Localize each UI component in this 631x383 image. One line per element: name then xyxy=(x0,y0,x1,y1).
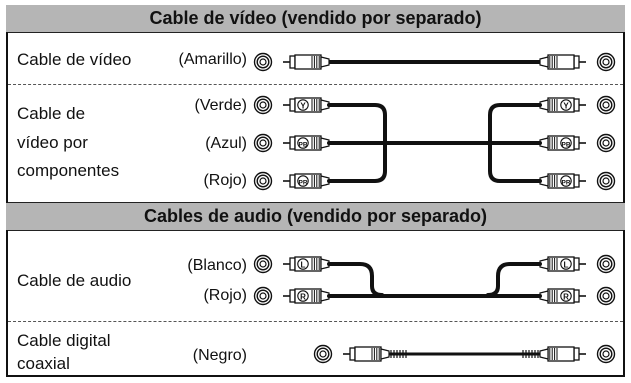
rca-jack-icon xyxy=(253,52,273,72)
svg-text:PR: PR xyxy=(298,179,307,186)
svg-text:R: R xyxy=(300,292,306,301)
svg-text:L: L xyxy=(301,260,306,269)
rca-plug-icon: PR xyxy=(283,173,330,189)
coaxial-color-black: (Negro) xyxy=(192,347,247,364)
rca-plug-icon: PR xyxy=(539,173,586,189)
rca-plug-icon: PB xyxy=(539,135,586,151)
coaxial-cable-name-line2: coaxial xyxy=(17,354,70,373)
video-cable-color-yellow: (Amarillo) xyxy=(178,51,247,68)
divider xyxy=(8,32,623,33)
audio-cable-name: Cable de audio xyxy=(17,271,132,290)
rca-plug-icon: Y xyxy=(539,97,586,113)
component-color-blue: (Azul) xyxy=(205,135,247,152)
video-cable-name: Cable de vídeo xyxy=(17,50,132,69)
rca-plug-icon xyxy=(283,54,330,70)
rca-jack-icon xyxy=(596,254,616,274)
cable-wire xyxy=(327,141,387,183)
rca-plug-icon: R xyxy=(283,288,330,304)
divider xyxy=(8,202,623,203)
rca-jack-icon xyxy=(253,286,273,306)
rca-jack-icon xyxy=(596,133,616,153)
cable-wire xyxy=(327,262,384,297)
audio-color-red: (Rojo) xyxy=(203,287,247,304)
cable-wire xyxy=(488,103,542,145)
component-color-green: (Verde) xyxy=(194,97,247,114)
svg-text:Y: Y xyxy=(563,101,569,110)
divider xyxy=(8,230,623,231)
svg-text:R: R xyxy=(563,292,569,301)
rca-plug-icon xyxy=(539,54,586,70)
svg-text:L: L xyxy=(564,260,569,269)
rca-jack-icon xyxy=(313,344,333,364)
rca-plug-icon xyxy=(343,346,390,362)
component-cable-name-line2: vídeo por xyxy=(17,133,88,152)
coaxial-cable-name-line1: Cable digital xyxy=(17,331,111,350)
video-section-header: Cable de vídeo (vendido por separado) xyxy=(6,5,625,32)
component-cable-name-line3: componentes xyxy=(17,161,120,180)
rca-jack-icon xyxy=(596,52,616,72)
rca-jack-icon xyxy=(253,254,273,274)
rca-plug-icon: Y xyxy=(283,97,330,113)
cable-wire xyxy=(488,141,542,183)
cable-wire xyxy=(486,262,542,297)
rca-jack-icon xyxy=(596,344,616,364)
rca-jack-icon xyxy=(253,95,273,115)
svg-text:PR: PR xyxy=(561,179,570,186)
svg-text:Y: Y xyxy=(300,101,306,110)
video-section-title: Cable de vídeo (vendido por separado) xyxy=(149,8,482,28)
rca-jack-icon xyxy=(253,133,273,153)
rca-plug-icon xyxy=(539,346,586,362)
component-cable-name-line1: Cable de xyxy=(17,104,86,123)
svg-text:PB: PB xyxy=(561,141,570,148)
cable-wire xyxy=(327,103,387,145)
row-divider xyxy=(8,321,623,322)
audio-section-title: Cables de audio (vendido por separado) xyxy=(143,206,488,226)
component-color-red: (Rojo) xyxy=(203,172,247,189)
rca-plug-icon: PB xyxy=(283,135,330,151)
rca-jack-icon xyxy=(596,95,616,115)
row-divider xyxy=(8,84,623,85)
rca-plug-icon: L xyxy=(283,256,330,272)
rca-jack-icon xyxy=(596,171,616,191)
rca-jack-icon xyxy=(253,171,273,191)
rca-plug-icon: L xyxy=(539,256,586,272)
rca-plug-icon: R xyxy=(539,288,586,304)
audio-section-header: Cables de audio (vendido por separado) xyxy=(6,203,625,230)
rca-jack-icon xyxy=(596,286,616,306)
svg-text:PB: PB xyxy=(298,141,307,148)
audio-color-white: (Blanco) xyxy=(187,257,247,274)
